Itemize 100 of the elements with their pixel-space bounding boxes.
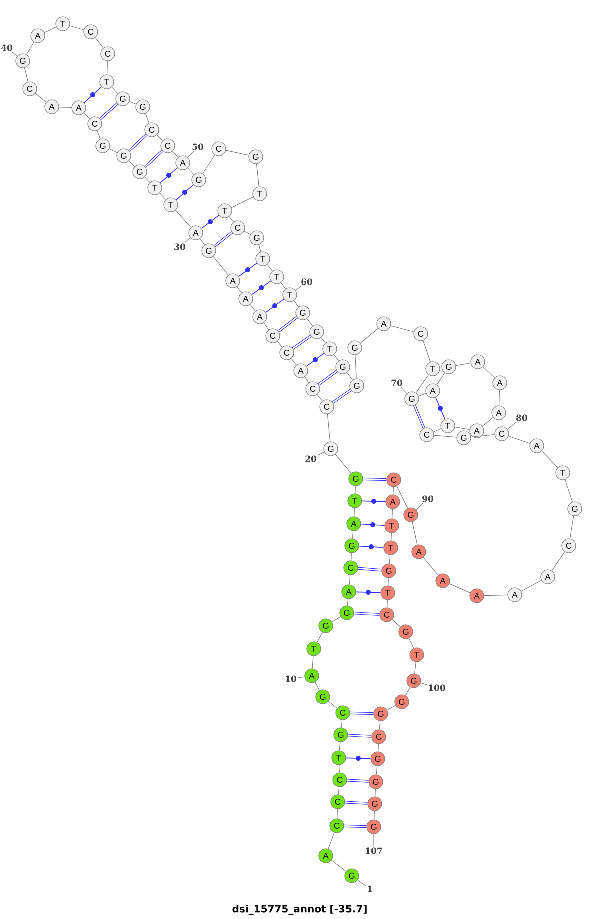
base-pair-line	[350, 712, 374, 716]
backbone-line	[145, 114, 150, 124]
position-number: 100	[429, 684, 446, 692]
backbone-line	[347, 372, 353, 380]
backbone-line	[391, 533, 392, 542]
backbone-line	[405, 687, 411, 696]
backbone-line	[317, 632, 323, 643]
backbone-line	[354, 508, 355, 517]
backbone-line	[355, 486, 356, 494]
backbone-line	[360, 328, 379, 344]
backbone-line	[317, 394, 323, 402]
backbone-line	[332, 616, 342, 622]
backbone-line	[26, 42, 35, 56]
base-pair-line	[358, 567, 382, 572]
leader-line	[507, 422, 517, 430]
backbone-line	[470, 434, 496, 438]
backbone-line	[294, 300, 300, 308]
backbone-line	[172, 151, 178, 158]
backbone-line	[456, 362, 472, 366]
backbone-line	[321, 338, 326, 344]
backbone-line	[97, 130, 101, 140]
backbone-line	[414, 662, 416, 674]
leader-line	[184, 238, 191, 243]
backbone-line	[392, 620, 401, 628]
backbone-line	[521, 580, 542, 592]
backbone-line	[188, 168, 194, 175]
backbone-line	[349, 574, 351, 586]
backbone-line	[454, 426, 470, 430]
title: dsi_15775_annot [-35.7]	[232, 905, 367, 915]
backbone-line	[226, 150, 250, 156]
backbone-line	[352, 530, 354, 540]
backbone-line	[334, 354, 340, 362]
leader-line	[188, 151, 194, 158]
backbone-line	[552, 552, 566, 572]
position-number: 107	[366, 848, 382, 854]
backbone-line	[331, 860, 346, 872]
base-pair-line	[252, 280, 272, 296]
backbone-line	[416, 374, 430, 394]
backbone-line	[396, 486, 408, 509]
backbone-line	[375, 789, 376, 798]
backbone-line	[44, 26, 57, 34]
backbone-line	[304, 376, 310, 384]
position-number: 90	[422, 496, 434, 502]
backbone-line	[202, 154, 216, 174]
backbone-line	[256, 164, 260, 188]
base-pair-line	[278, 316, 298, 333]
backbone-line	[542, 450, 558, 468]
backbone-line	[231, 196, 254, 208]
backbone-line	[392, 509, 393, 519]
backbone-line	[482, 417, 494, 427]
backbone-line	[109, 148, 118, 154]
backbone-line	[95, 37, 104, 49]
base-pair-line	[144, 150, 164, 168]
base-pair-line	[358, 544, 384, 550]
backbone-line	[374, 811, 375, 820]
backbone-line	[250, 304, 256, 312]
backbone-line	[129, 101, 137, 105]
backbone-line	[315, 682, 320, 691]
backbone-line	[35, 93, 47, 103]
base-pair-line	[318, 370, 338, 386]
position-number: 1	[368, 886, 372, 892]
backbone-line	[408, 638, 414, 649]
backbone-line	[387, 705, 396, 711]
base-pair-line	[363, 478, 387, 482]
backbone-line	[347, 598, 349, 606]
base-pair-line	[356, 590, 382, 595]
backbone-line	[70, 26, 84, 30]
backbone-line	[484, 594, 508, 596]
backbone-line	[280, 282, 286, 290]
backbone-line	[335, 454, 352, 474]
base-pair-line	[414, 405, 426, 429]
backbone-line	[327, 414, 331, 442]
base-pair-line	[100, 102, 118, 120]
backbone-line	[229, 216, 234, 223]
leader-line	[400, 387, 408, 394]
backbone-line	[307, 318, 313, 326]
backbone-line	[156, 134, 164, 142]
base-pair-line	[345, 801, 368, 805]
backbone-line	[339, 765, 340, 774]
backbone-line	[176, 210, 192, 228]
backbone-line	[200, 238, 206, 246]
base-pair-line	[306, 353, 325, 367]
backbone-line	[264, 322, 270, 330]
backbone-line	[376, 766, 378, 776]
backbone-line	[328, 701, 338, 709]
position-number: 30	[174, 244, 186, 250]
backbone-line	[339, 742, 341, 752]
backbone-line	[355, 355, 357, 380]
backbone-line	[351, 553, 352, 562]
backbone-line	[312, 656, 314, 670]
backbone-line	[387, 600, 388, 608]
position-number: 40	[1, 44, 13, 52]
backbone-line	[160, 193, 166, 200]
backbone-line	[244, 231, 251, 235]
backbone-line	[24, 68, 29, 82]
base-pair-line	[348, 734, 372, 738]
base-pair-line	[346, 756, 372, 761]
backbone-line	[337, 809, 338, 819]
position-number: 10	[286, 676, 297, 682]
backbone-line	[508, 436, 530, 444]
